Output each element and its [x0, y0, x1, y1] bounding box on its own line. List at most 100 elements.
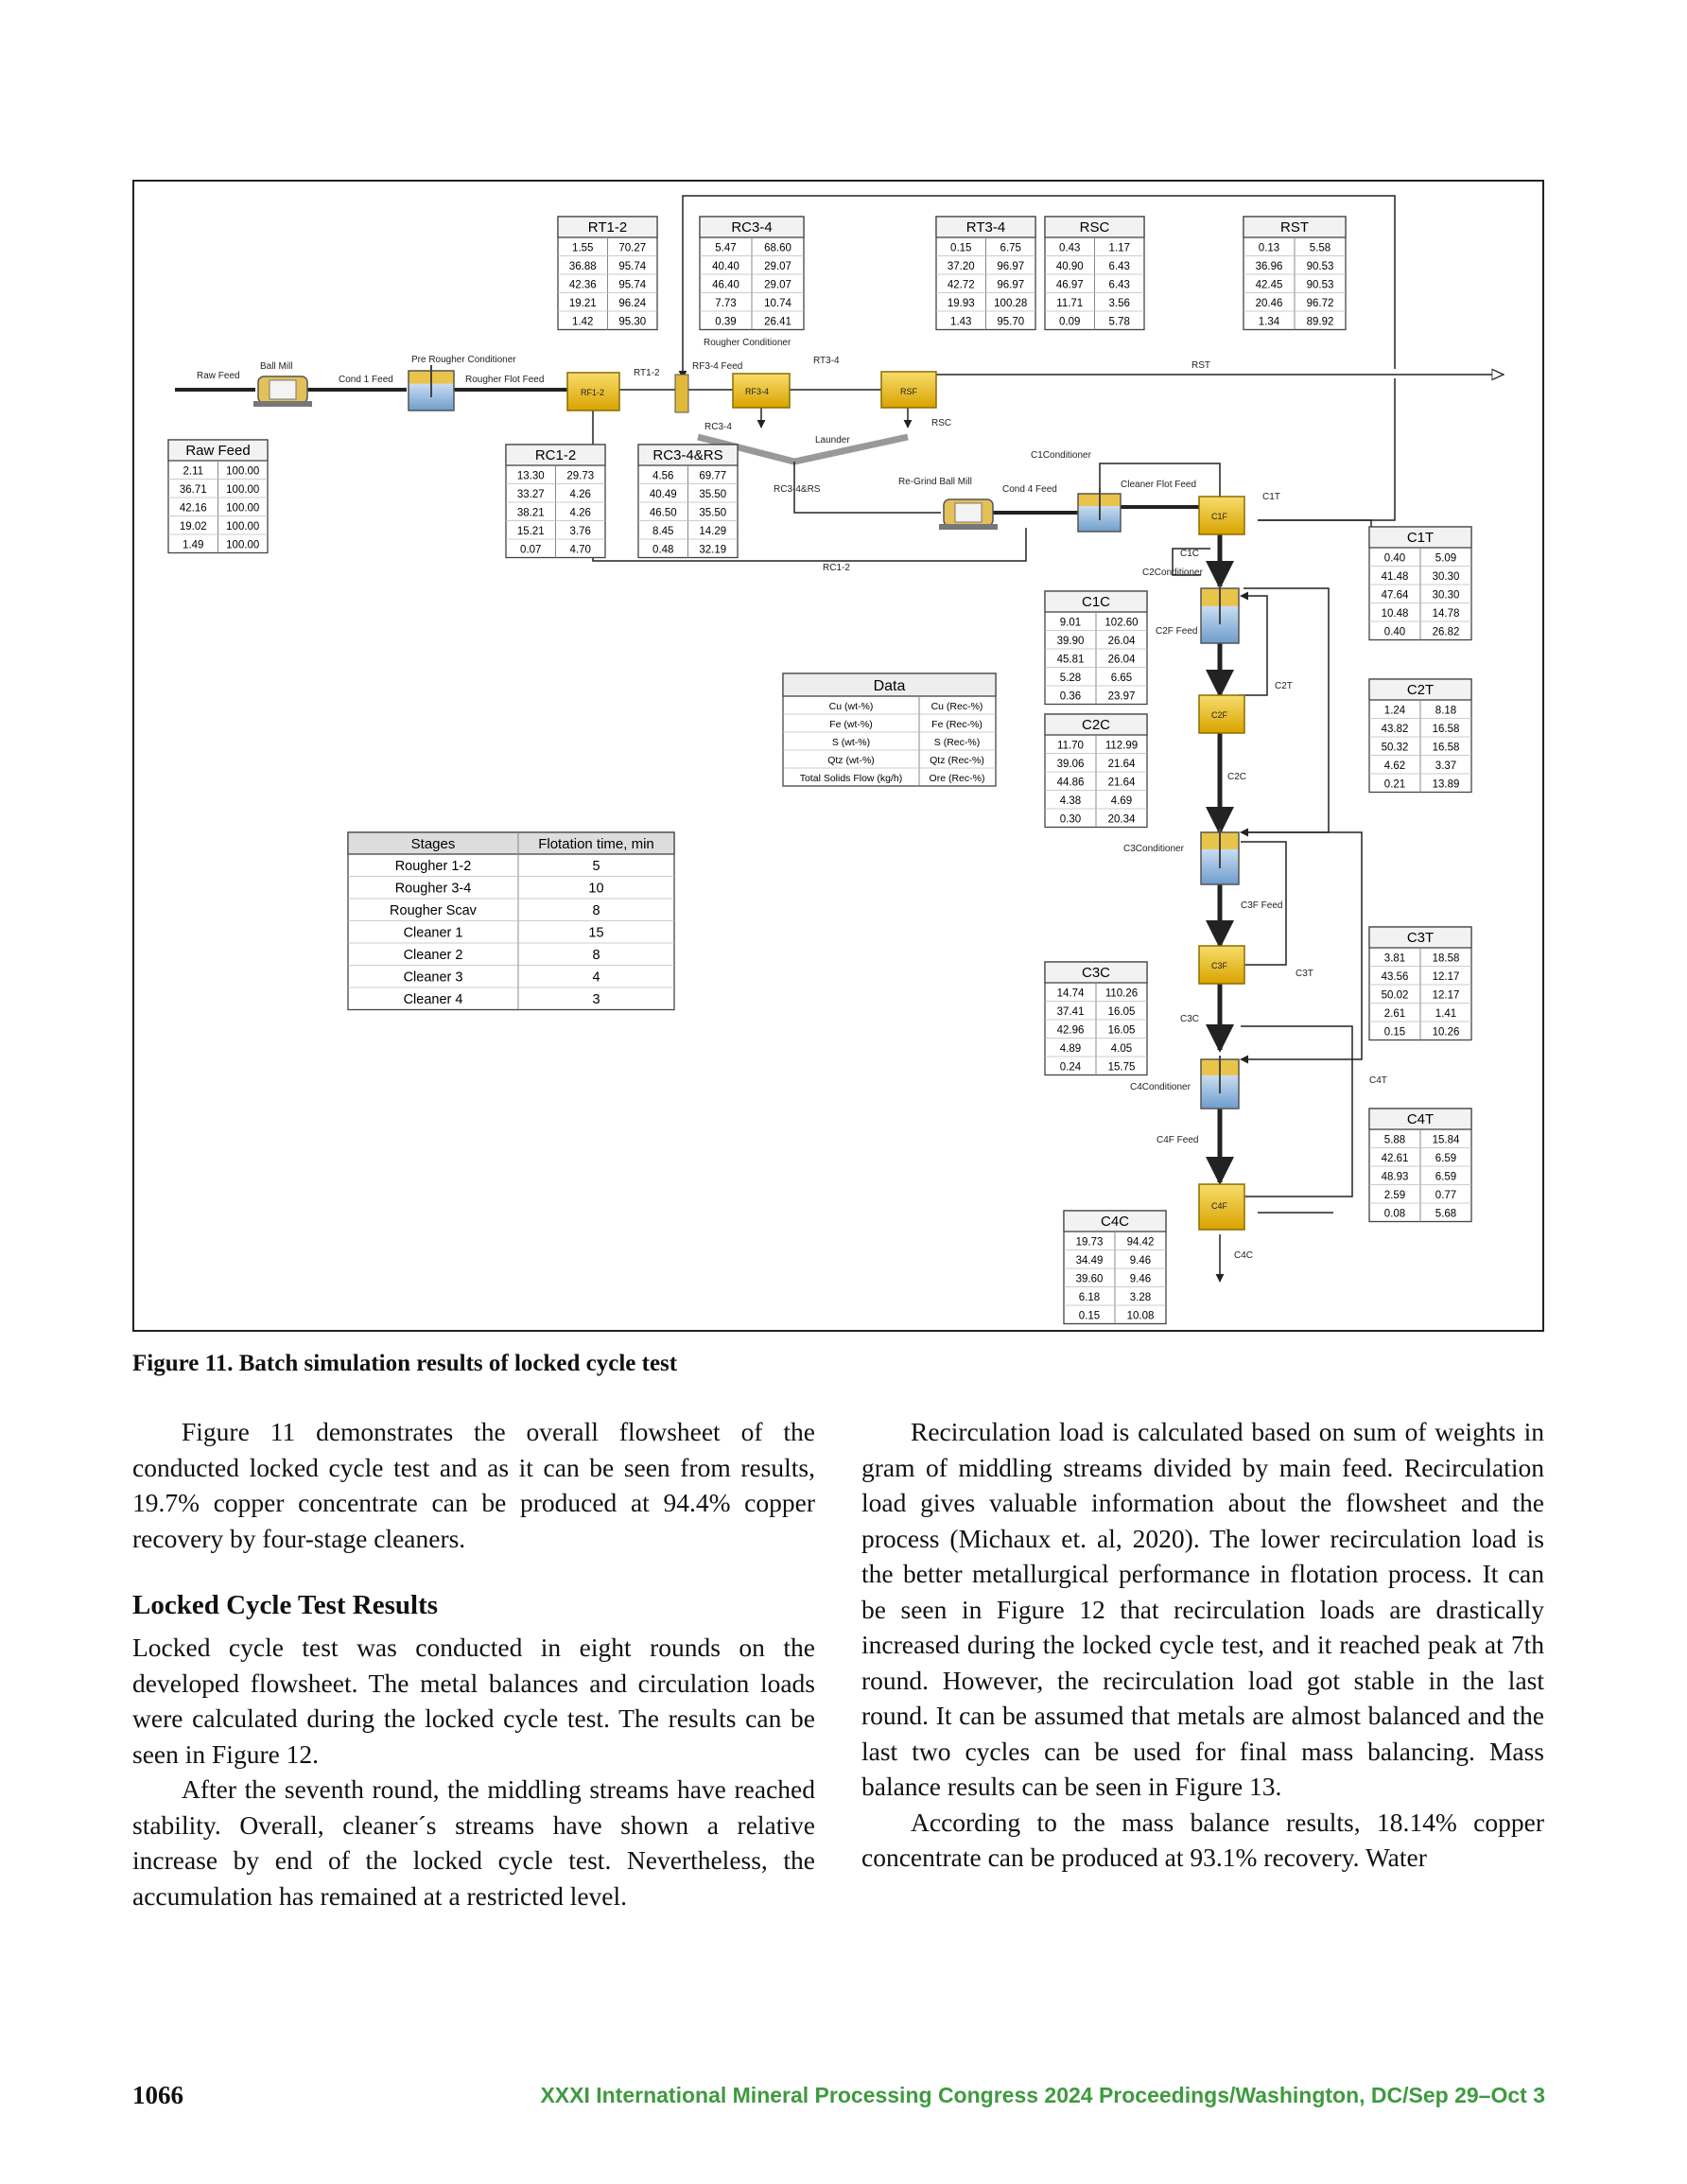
stream-table-cell: 9.46: [1130, 1255, 1151, 1267]
rougher-conditioner-icon: [674, 374, 689, 413]
stream-table-cell: 14.29: [699, 526, 726, 537]
stages-header: Flotation time, min: [538, 836, 654, 852]
stream-table-cell: 4.70: [570, 545, 591, 556]
stream-table-title: RC3-4: [731, 219, 772, 236]
stream-table-cell: 0.07: [520, 545, 541, 556]
label-c4c: C4C: [1234, 1250, 1253, 1261]
paragraph: After the seventh round, the middling st…: [132, 1774, 815, 1911]
stream-table-cell: 96.72: [1307, 298, 1334, 309]
stream-table-cell: 10.26: [1433, 1027, 1460, 1039]
label-rsc: RSC: [931, 418, 951, 428]
stream-table-cell: 5.47: [715, 243, 736, 254]
legend-cell: S (Rec-%): [934, 737, 980, 748]
right-column: Recirculation load is calculated based o…: [861, 1414, 1544, 1876]
stream-table-cell: 3.28: [1130, 1292, 1151, 1303]
label-c2t: C2T: [1275, 681, 1293, 691]
label-rougher-conditioner: Rougher Conditioner: [704, 338, 791, 348]
legend-cell: Total Solids Flow (kg/h): [800, 773, 903, 784]
label-c4t: C4T: [1369, 1075, 1387, 1086]
stream-table-cell: 100.00: [226, 540, 259, 551]
stream-table-cell: 43.56: [1382, 971, 1409, 983]
stream-table-cell: 14.78: [1433, 608, 1460, 620]
stream-table-cell: 94.42: [1127, 1237, 1155, 1249]
stream-table-cell: 42.96: [1057, 1025, 1085, 1037]
stream-table-title: C4C: [1101, 1214, 1129, 1230]
c1-conditioner-icon: [1077, 488, 1122, 533]
stream-table-title: C3C: [1082, 965, 1110, 981]
stream-table-cell: 1.34: [1259, 317, 1280, 328]
stream-table-cell: 48.93: [1382, 1172, 1409, 1183]
stream-table-cell: 30.30: [1433, 571, 1460, 583]
label-ball-mill: Ball Mill: [260, 361, 292, 372]
stream-table-cell: 6.43: [1109, 261, 1130, 272]
stream-table-cell: 15.84: [1433, 1135, 1460, 1146]
stream-table-title: C2T: [1407, 682, 1434, 698]
stream-table-cell: 0.40: [1384, 627, 1405, 638]
stages-cell: 10: [588, 882, 603, 897]
stream-table-cell: 12.17: [1433, 971, 1460, 983]
stream-table-cell: 0.40: [1384, 553, 1405, 565]
legend-cell: Cu (Rec-%): [931, 701, 983, 712]
stream-table-cell: 6.18: [1079, 1292, 1100, 1303]
c2-conditioner-icon: [1200, 585, 1240, 644]
legend-title: Data: [874, 678, 906, 694]
label-c3f-feed: C3F Feed: [1241, 900, 1282, 911]
stream-table-cell: 46.97: [1056, 280, 1084, 291]
label-c2-conditioner: C2Conditioner: [1142, 568, 1204, 578]
stream-table-cell: 29.07: [764, 261, 791, 272]
stream-table-cell: 50.32: [1382, 743, 1409, 754]
c2f-cell-icon: [1198, 694, 1245, 734]
stages-cell: Rougher Scav: [390, 903, 478, 918]
label-rc34: RC3-4: [704, 422, 732, 432]
paragraph: Figure 11 demonstrates the overall flows…: [132, 1417, 815, 1553]
c4-conditioner-icon: [1200, 1056, 1240, 1109]
stream-table-title: C4T: [1407, 1111, 1434, 1127]
stages-cell: Rougher 3-4: [395, 882, 472, 897]
stream-table-title: RST: [1280, 219, 1309, 236]
stream-table-cell: 18.58: [1433, 953, 1460, 965]
stream-table-title: RSC: [1080, 219, 1110, 236]
stream-table-cell: 46.40: [712, 280, 739, 291]
label-c3-conditioner: C3Conditioner: [1123, 844, 1185, 854]
stream-table-cell: 4.89: [1060, 1043, 1081, 1055]
stream-table-cell: 19.21: [569, 298, 597, 309]
stream-table-cell: 1.24: [1384, 706, 1406, 717]
stream-table-cell: 90.53: [1307, 280, 1334, 291]
label-c4f-feed: C4F Feed: [1157, 1135, 1198, 1145]
stream-table-cell: 39.90: [1057, 636, 1085, 647]
stream-table-cell: 8.18: [1435, 706, 1456, 717]
stream-table-cell: 0.15: [1079, 1311, 1100, 1322]
label-rf34-feed: RF3-4 Feed: [692, 361, 742, 372]
regrind-ball-mill-icon: [939, 498, 998, 530]
label-c2f-feed: C2F Feed: [1156, 626, 1197, 637]
stream-table-cell: 5.09: [1435, 553, 1456, 565]
label-c1c: C1C: [1180, 549, 1199, 559]
stream-table-cell: 26.41: [764, 317, 791, 328]
rsf-cell-icon: [880, 371, 937, 409]
stream-table-cell: 42.16: [180, 503, 207, 515]
stream-table-cell: 14.74: [1057, 988, 1085, 1000]
label-launder: Launder: [815, 435, 850, 446]
stream-table-cell: 10.74: [764, 298, 791, 309]
stream-table-cell: 0.43: [1059, 243, 1080, 254]
stream-table-cell: 2.59: [1384, 1190, 1405, 1201]
stream-table-title: RT3-4: [966, 219, 1005, 236]
label-raw-feed: Raw Feed: [197, 371, 240, 381]
stream-table-cell: 36.88: [569, 261, 597, 272]
stream-table-cell: 6.65: [1111, 673, 1132, 684]
stream-table-cell: 102.60: [1104, 618, 1138, 629]
stream-table-cell: 89.92: [1307, 317, 1334, 328]
label-c2c: C2C: [1227, 772, 1246, 782]
label-c3c: C3C: [1180, 1014, 1199, 1024]
rf34-cell-icon: [732, 373, 791, 409]
stream-table-cell: 1.49: [183, 540, 203, 551]
label-cleaner-flot-feed: Cleaner Flot Feed: [1121, 480, 1196, 490]
flowsheet-figure: Raw Feed Ball Mill Cond 1 Feed Pre Rough…: [132, 180, 1544, 1332]
